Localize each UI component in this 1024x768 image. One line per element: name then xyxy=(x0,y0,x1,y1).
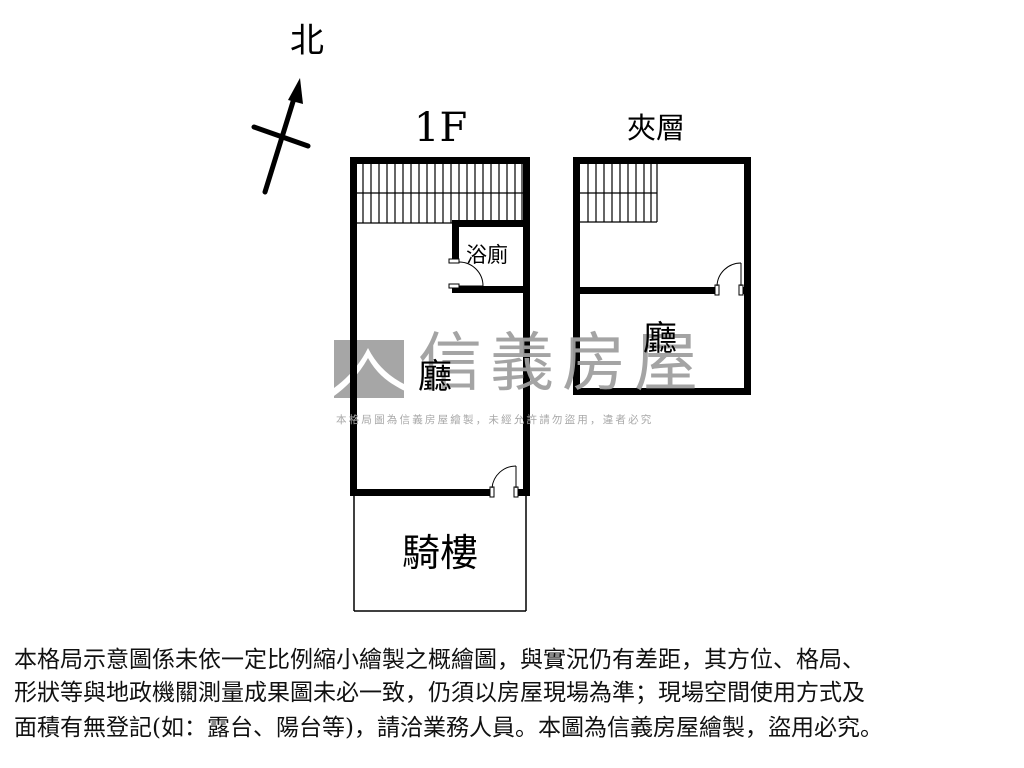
walls-mezzanine xyxy=(573,157,751,395)
north-arrow-icon xyxy=(251,78,311,195)
front-door-icon xyxy=(489,465,519,498)
watermark-brand-text: 信義房屋 xyxy=(418,327,706,401)
disclaimer-line-3: 面積有無登記(如：露台、陽台等)，請洽業務人員。本圖為信義房屋繪製，盜用必究。 xyxy=(14,715,883,741)
disclaimer-text: 本格局示意圖係未依一定比例縮小繪製之概繪圖，與實況仍有差距，其方位、格局、 形狀… xyxy=(14,644,1014,745)
floor-1f-plan xyxy=(350,157,530,612)
arcade-outline xyxy=(353,496,527,612)
floor-title-1f: 1F xyxy=(414,105,468,151)
room-label-bathroom: 浴廁 xyxy=(466,243,508,267)
stairs-1f-icon xyxy=(356,163,526,224)
mezzanine-door-icon xyxy=(714,262,744,296)
floor-title-mezzanine: 夾層 xyxy=(627,111,686,145)
floorplan-drawing xyxy=(251,78,751,612)
stairs-mezzanine-icon xyxy=(580,163,658,223)
disclaimer-line-2: 形狀等與地政機關測量成果圖未必一致，仍須以房屋現場為準；現場空間使用方式及 xyxy=(14,680,865,706)
room-label-arcade: 騎樓 xyxy=(402,531,479,575)
walls-1f xyxy=(350,157,530,496)
bathroom-door-icon xyxy=(448,258,484,289)
room-label-living-mezzanine: 廳 xyxy=(643,319,677,359)
watermark-subtext: 本格局圖為信義房屋繪製，未經允許請勿盜用，違者必究 xyxy=(336,414,654,426)
watermark-logo-icon xyxy=(334,340,405,398)
compass-north-label: 北 xyxy=(290,21,324,61)
floor-mezzanine-plan xyxy=(573,157,751,395)
disclaimer-line-1: 本格局示意圖係未依一定比例縮小繪製之概繪圖，與實況仍有差距，其方位、格局、 xyxy=(14,647,865,673)
room-label-living-1f: 廳 xyxy=(418,357,452,397)
